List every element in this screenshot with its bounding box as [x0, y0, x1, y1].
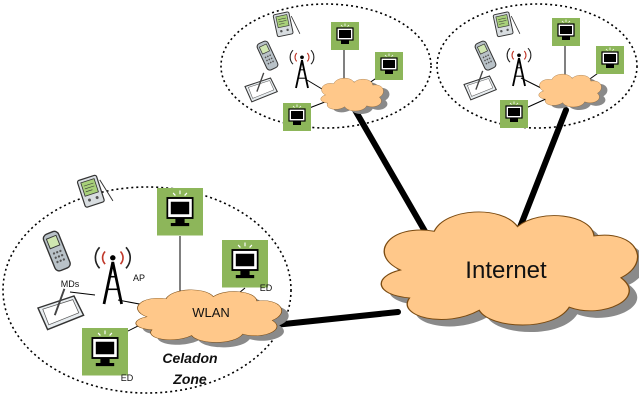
remote-zone-boundary-1	[220, 3, 432, 129]
ed-label-right: ED	[260, 283, 273, 293]
mobile-phone-icon	[41, 229, 73, 273]
wlan-label: WLAN	[192, 305, 230, 320]
link-internet-zone2	[512, 107, 569, 243]
tablet-pen-icon	[37, 287, 85, 331]
tablet-pen-icon	[463, 70, 497, 101]
link-internet-zone1	[352, 107, 433, 243]
celadon-zone-boundary	[2, 186, 292, 394]
desktop-computer-icon	[551, 17, 581, 47]
zone-name-line2: Zone	[172, 371, 207, 387]
desktop-computer-icon	[156, 187, 204, 237]
pda-icon	[492, 9, 521, 39]
ed-label-bottom: ED	[121, 373, 134, 383]
link-wlan-internet	[262, 309, 401, 329]
desktop-computer-icon	[374, 51, 404, 81]
mobile-phone-icon	[255, 39, 280, 72]
pda-icon	[272, 9, 301, 39]
backbone-links	[262, 107, 569, 329]
mds-label: MDs	[61, 279, 80, 289]
mobile-phone-icon	[473, 39, 498, 72]
desktop-computer-icon	[595, 45, 625, 75]
antenna-tower-icon	[94, 245, 132, 306]
desktop-computer-icon	[221, 239, 269, 289]
internet-cloud: Internet	[380, 210, 639, 333]
remote-zone-boundary-2	[436, 3, 638, 129]
antenna-tower-icon	[506, 47, 532, 87]
desktop-computer-icon	[330, 21, 360, 51]
desktop-computer-icon	[499, 99, 529, 129]
zone1-cloud	[320, 77, 390, 114]
internet-label: Internet	[465, 257, 547, 284]
desktop-computer-icon	[282, 102, 312, 132]
zone2-cloud	[538, 73, 608, 110]
zone-name-line1: Celadon	[162, 350, 217, 366]
desktop-computer-icon	[81, 327, 129, 377]
tablet-pen-icon	[244, 72, 278, 103]
wlan-cloud: WLAN	[135, 289, 289, 348]
ap-label: AP	[133, 273, 145, 283]
